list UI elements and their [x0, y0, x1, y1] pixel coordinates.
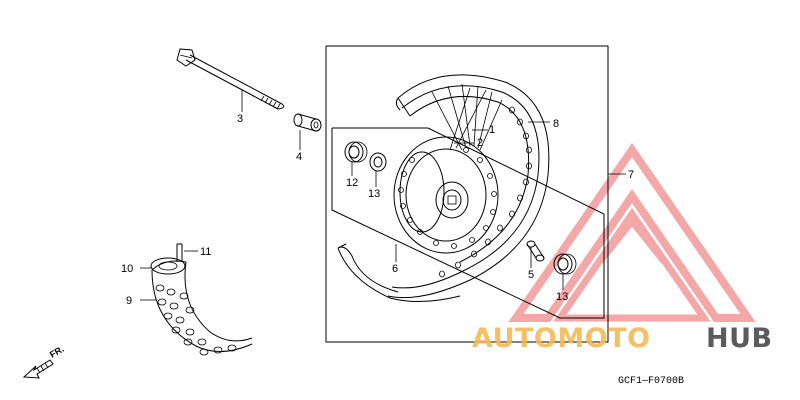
part-label-4: 4 [296, 151, 302, 163]
watermark-brand-part2: HUB [706, 323, 773, 354]
leader-lines [140, 90, 626, 301]
part-label-10: 10 [121, 263, 133, 275]
spokes [431, 83, 503, 151]
tire-tread [155, 284, 237, 356]
axle-part [176, 48, 285, 110]
part-label-6: 6 [392, 263, 398, 275]
part-label-3: 3 [237, 113, 243, 125]
spacer-part [293, 113, 322, 132]
part-label-7: 7 [628, 169, 634, 181]
watermark-brand-part1: AUTOMOTO [472, 323, 651, 354]
part-label-9: 9 [126, 295, 132, 307]
part-label-12: 12 [346, 177, 358, 189]
distance-collar [526, 240, 545, 262]
hub-holes [398, 147, 497, 249]
part-label-8: 8 [553, 118, 559, 130]
tire-section [150, 243, 253, 356]
part-label-11: 11 [200, 246, 211, 258]
parts-box [325, 45, 609, 343]
bearing-left [344, 141, 368, 163]
bearing-seal [369, 152, 387, 172]
part-label-2: 2 [477, 137, 483, 149]
part-numbers: 1 2 3 4 5 6 7 8 9 10 11 12 13 13 [121, 113, 634, 307]
wheel-rim [337, 74, 550, 303]
figure-code: GCF1—F0700B [618, 376, 684, 387]
bearing-group-box [331, 127, 605, 319]
rim-holes [439, 106, 532, 278]
part-label-13-lower: 13 [556, 291, 568, 303]
watermark-logo [508, 142, 756, 322]
part-label-13-upper: 13 [368, 188, 380, 200]
watermark-brand: AUTOMOTO HUB [472, 323, 773, 354]
part-label-5: 5 [528, 269, 534, 281]
part-label-1: 1 [489, 124, 495, 136]
front-direction-arrow: FR. [22, 344, 66, 379]
direction-label: FR. [48, 344, 66, 360]
